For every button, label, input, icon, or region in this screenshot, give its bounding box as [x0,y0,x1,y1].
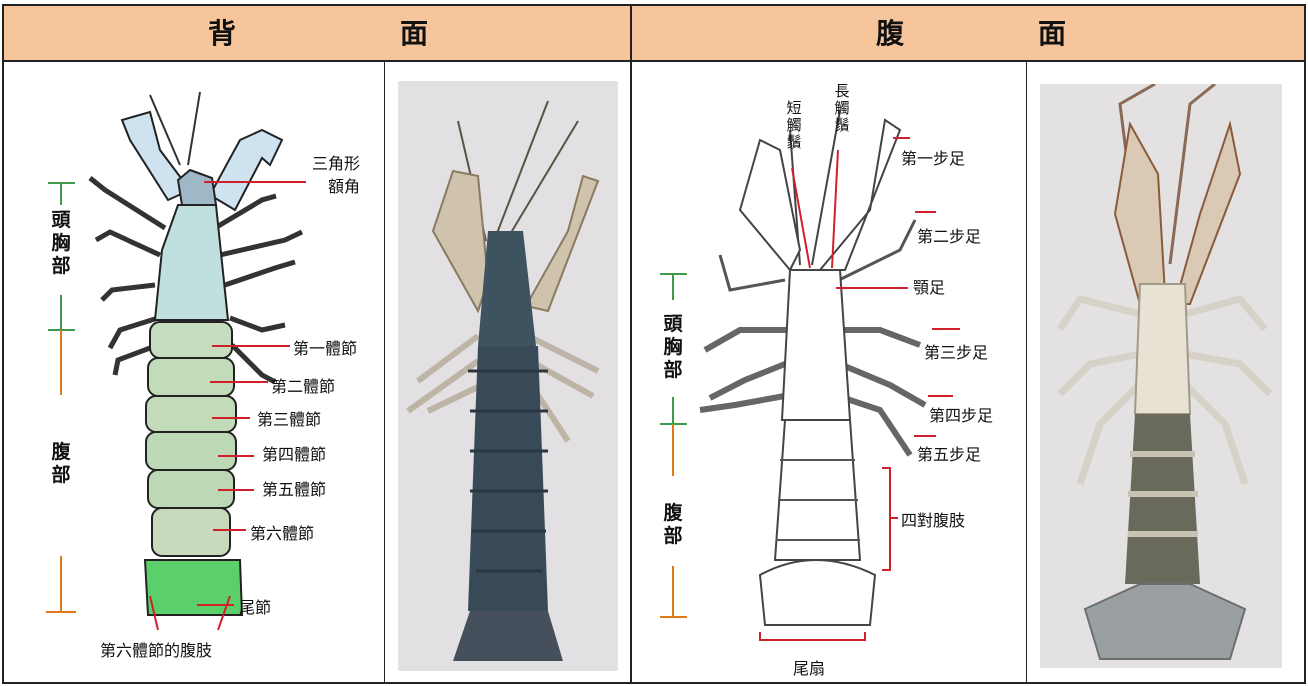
dorsal-label-seg3: 第三體節 [257,406,321,430]
ventral-drawing [630,62,1026,684]
dorsal-label-seg5: 第五體節 [262,476,326,500]
dorsal-label-rostrum: 三角形 額角 [312,152,360,198]
ventral-label-maxilliped: 顎足 [913,274,945,298]
dorsal-region-abdomen-label: 腹部 [50,441,72,487]
dorsal-label-seg2: 第二體節 [271,373,335,397]
ventral-region-head-label: 頭胸部 [662,313,684,382]
dorsal-region-head-label: 頭胸部 [50,209,72,278]
ventral-label-pleopods: 四對腹肢 [901,507,965,531]
ventral-crayfish-photo-image [1040,84,1282,668]
ventral-header-char-2: 面 [1038,12,1066,52]
dorsal-header-char-1: 背 [208,12,236,52]
dorsal-header-char-2: 面 [400,12,428,52]
dorsal-divider [384,62,385,684]
dorsal-label-telson: 尾節 [239,594,271,618]
ventral-photo [1040,84,1282,668]
ventral-header: 腹 面 [630,4,1306,62]
dorsal-label-uropod: 第六體節的腹肢 [100,637,212,661]
ventral-label-long-antenna: 長觸鬚 [833,83,851,134]
ventral-header-char-1: 腹 [876,12,904,52]
dorsal-label-seg4: 第四體節 [262,441,326,465]
ventral-region-abdomen-label: 腹部 [662,502,684,548]
ventral-label-leg3: 第三步足 [924,339,988,363]
ventral-label-tailfan: 尾扇 [793,655,825,679]
ventral-label-leg1: 第一步足 [901,145,965,169]
ventral-label-short-antenna: 短觸鬚 [785,100,803,151]
ventral-divider [1026,62,1027,684]
dorsal-header: 背 面 [2,4,632,62]
dorsal-label-seg6: 第六體節 [250,520,314,544]
ventral-label-leg5: 第五步足 [917,441,981,465]
dorsal-label-seg1: 第一體節 [293,335,357,359]
ventral-label-leg2: 第二步足 [917,223,981,247]
ventral-label-leg4: 第四步足 [929,402,993,426]
dorsal-crayfish-photo-image [398,81,618,671]
dorsal-photo [398,81,618,671]
